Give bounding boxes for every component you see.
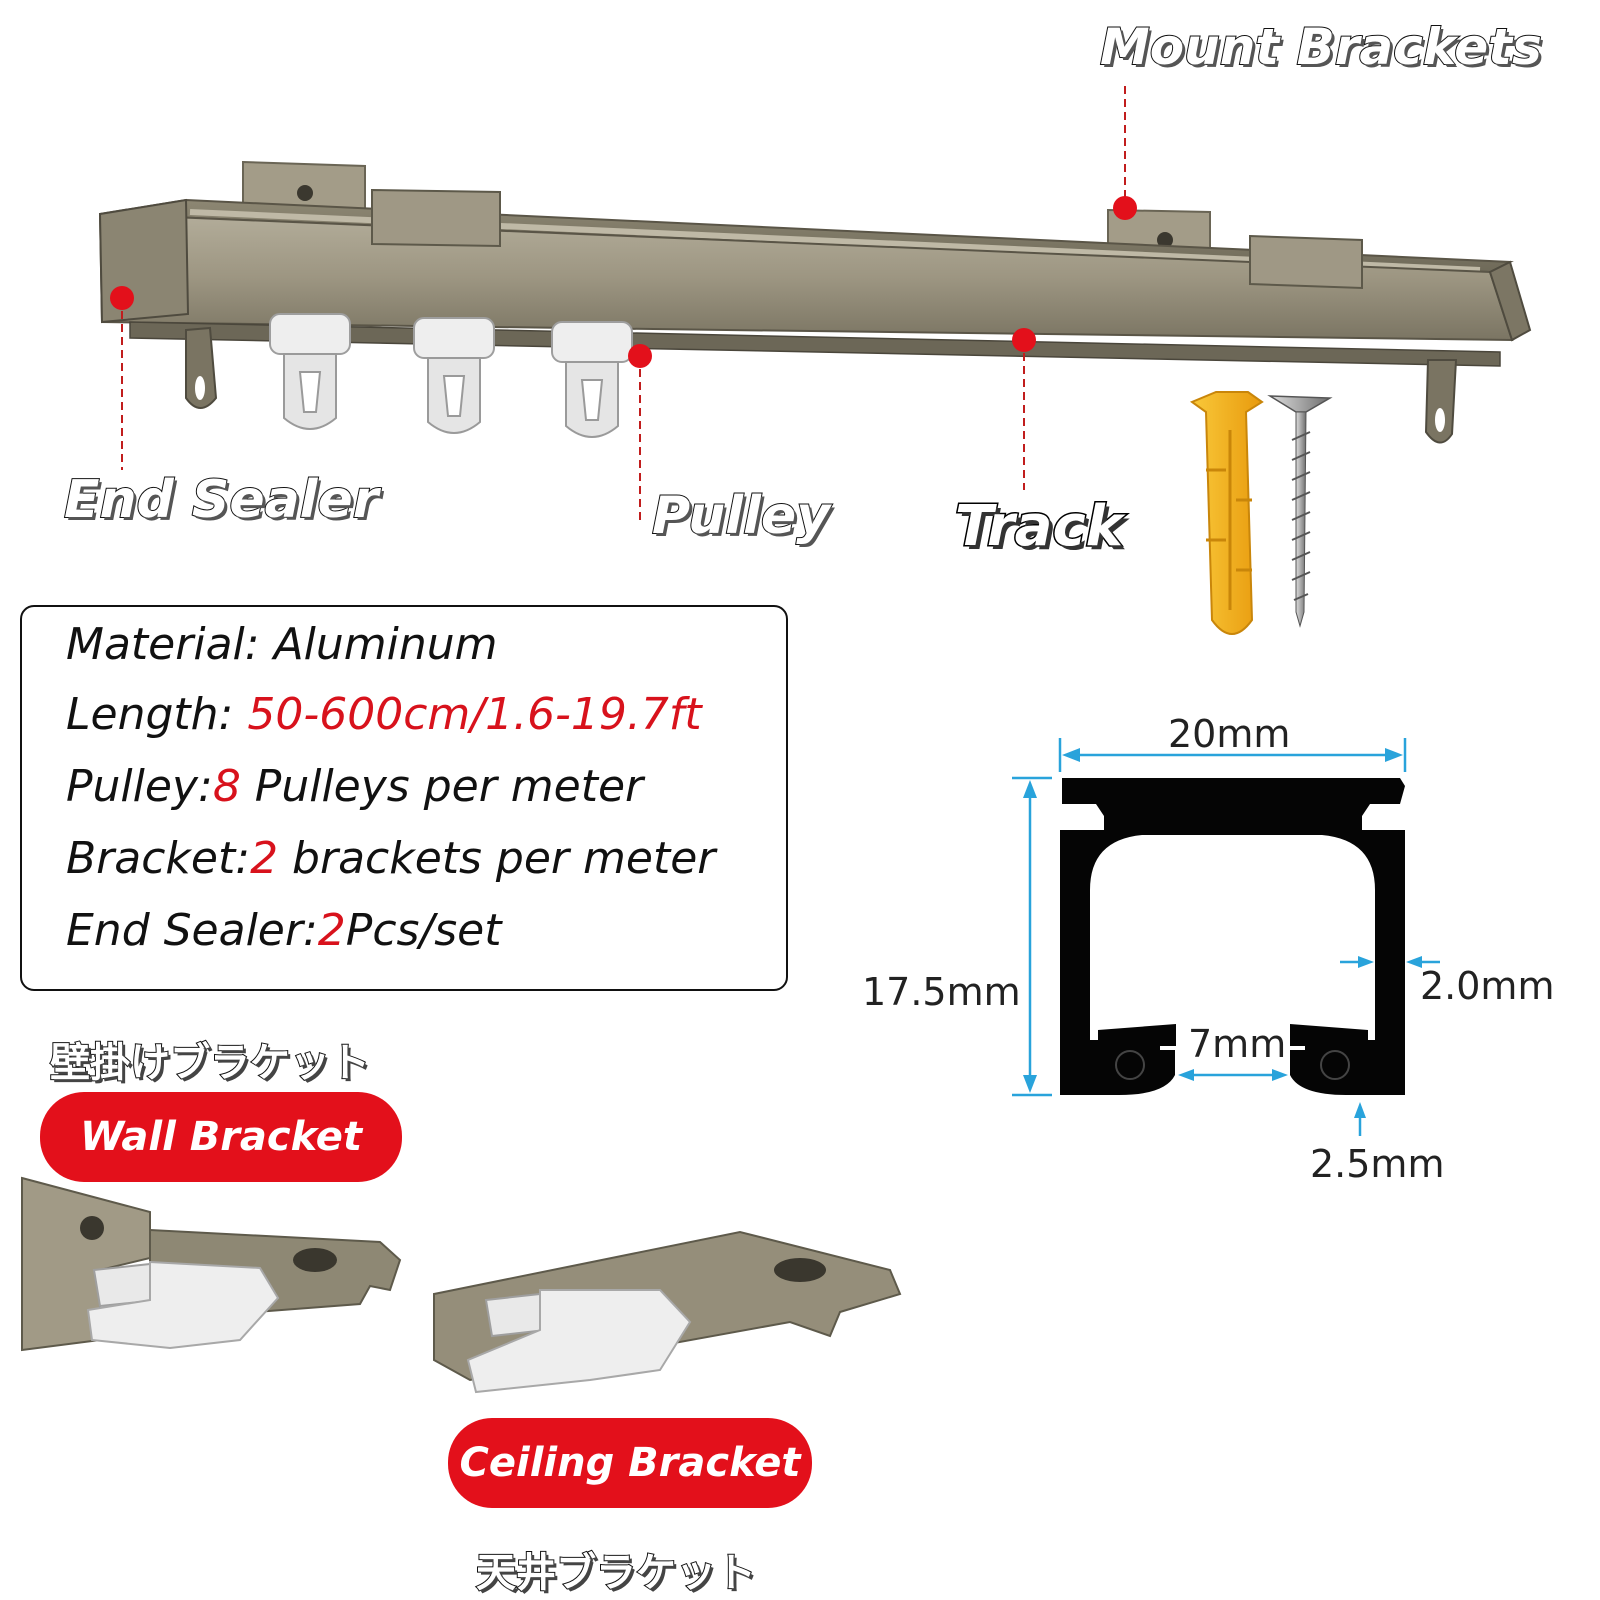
spec-material: Material: Aluminum (66, 619, 498, 670)
ceiling-bracket-illustration (433, 1230, 902, 1394)
wall-bracket-pill: Wall Bracket (40, 1092, 402, 1182)
mount-brackets-label: Mount Brackets (1099, 17, 1543, 77)
pulley-2 (413, 317, 495, 434)
wall-anchor (1189, 391, 1264, 635)
spec-box: Material: Aluminum Length: 50-600cm/1.6-… (20, 605, 788, 991)
end-hanger-right (1424, 359, 1458, 444)
spec-bracket: Bracket:2 brackets per meter (66, 833, 716, 884)
ceiling-bracket-pill: Ceiling Bracket (448, 1418, 812, 1508)
end-sealer-label: End Sealer (63, 469, 379, 531)
wall-bracket-illustration (21, 1176, 402, 1352)
ceiling-bracket-jp-label: 天井ブラケット (475, 1549, 757, 1597)
profile-cross-section (1012, 738, 1440, 1136)
end-hanger-left (185, 326, 218, 409)
pulley-3 (551, 321, 633, 438)
screw (1267, 395, 1333, 628)
dim-wall-label: 2.0mm (1420, 964, 1555, 1008)
wall-bracket-jp-label: 壁掛けブラケット (49, 1039, 371, 1087)
track-label: Track (954, 493, 1125, 561)
pulley-1 (269, 313, 351, 430)
track-illustration (98, 86, 1532, 635)
pulley-label: Pulley (651, 485, 831, 547)
spec-length: Length: 50-600cm/1.6-19.7ft (66, 689, 702, 740)
callout-dots (110, 196, 1137, 368)
dim-base-label: 2.5mm (1310, 1142, 1445, 1186)
spec-pulley: Pulley:8 Pulleys per meter (66, 761, 644, 812)
dim-width-label: 20mm (1168, 712, 1291, 756)
spec-end-sealer: End Sealer:2Pcs/set (66, 905, 502, 956)
profile-shape (1060, 778, 1405, 1095)
dim-height-label: 17.5mm (862, 970, 1021, 1014)
callout-leaders (121, 86, 1126, 520)
dim-gap-label: 7mm (1188, 1022, 1287, 1066)
end-sealer-cap-right (1488, 260, 1532, 342)
